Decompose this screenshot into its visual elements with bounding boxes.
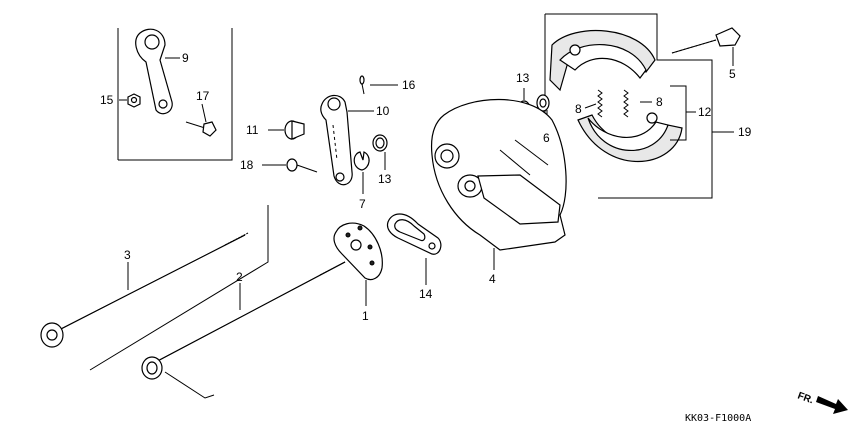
- callout-19: 19: [738, 125, 752, 139]
- callout-5: 5: [729, 67, 736, 81]
- callout-13-lower: 13: [378, 172, 392, 186]
- oil-seal-part-lower: [372, 134, 388, 152]
- cotter-pin-part: [359, 75, 365, 95]
- callout-18: 18: [240, 158, 254, 172]
- group-frame-lower-left: [89, 205, 269, 371]
- nut-part: [127, 93, 141, 108]
- screw-part: [286, 158, 318, 173]
- brake-shoe-lower-part: [577, 112, 683, 163]
- diagram-code: KK03-F1000A: [685, 413, 751, 424]
- cam-bolt-part: [671, 27, 741, 54]
- shoe-spring-part-left: [597, 89, 603, 118]
- brake-panel-part: [430, 98, 567, 251]
- callout-12: 12: [698, 105, 712, 119]
- callout-7: 7: [359, 197, 366, 211]
- callout-11: 11: [246, 123, 259, 137]
- callout-4: 4: [489, 272, 496, 286]
- callout-3: 3: [124, 248, 131, 262]
- adjuster-rod-part: [141, 261, 346, 399]
- front-direction-arrow-icon: FR.: [796, 390, 848, 414]
- brake-arm-link-part: [320, 94, 353, 186]
- callout-14: 14: [419, 287, 433, 301]
- pin-part: [284, 120, 305, 140]
- brake-arm-part: [135, 28, 173, 115]
- callout-17: 17: [196, 89, 210, 103]
- callout-8-left: 8: [575, 102, 582, 116]
- sprocket-plate-part: [333, 222, 383, 281]
- callout-6: 6: [543, 131, 550, 145]
- axle-shaft-part: [40, 232, 249, 348]
- bolt-part: [185, 121, 217, 137]
- shoe-spring-part-right: [623, 89, 629, 118]
- callout-8-right: 8: [656, 95, 663, 109]
- callout-15: 15: [100, 93, 114, 107]
- gasket-part: [386, 213, 442, 255]
- brake-shoe-upper-part: [549, 29, 656, 92]
- callout-1: 1: [362, 309, 369, 323]
- group-frame-upper-left: [117, 28, 233, 161]
- washer-part: [353, 151, 370, 171]
- callout-16: 16: [402, 78, 416, 92]
- callout-10: 10: [376, 104, 390, 118]
- front-direction-label: FR.: [796, 390, 815, 406]
- callout-2: 2: [236, 270, 243, 284]
- callout-9: 9: [182, 51, 189, 65]
- callout-13-upper: 13: [516, 71, 530, 85]
